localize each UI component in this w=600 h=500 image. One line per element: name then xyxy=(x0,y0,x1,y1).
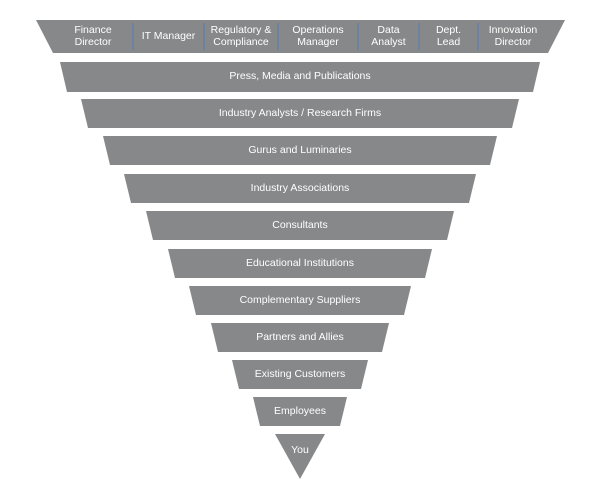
band-press-media-publications xyxy=(60,62,540,92)
band-partners-allies xyxy=(211,323,389,352)
band-industry-associations xyxy=(124,174,476,203)
band-complementary-suppliers xyxy=(189,286,411,315)
band-consultants xyxy=(146,211,454,240)
top-roles-band xyxy=(36,20,565,53)
band-existing-customers xyxy=(232,360,368,389)
band-you xyxy=(275,434,325,479)
band-employees xyxy=(253,397,347,426)
band-industry-analysts xyxy=(81,99,519,128)
band-educational-institutions xyxy=(168,249,432,278)
band-gurus-luminaries xyxy=(103,136,497,165)
